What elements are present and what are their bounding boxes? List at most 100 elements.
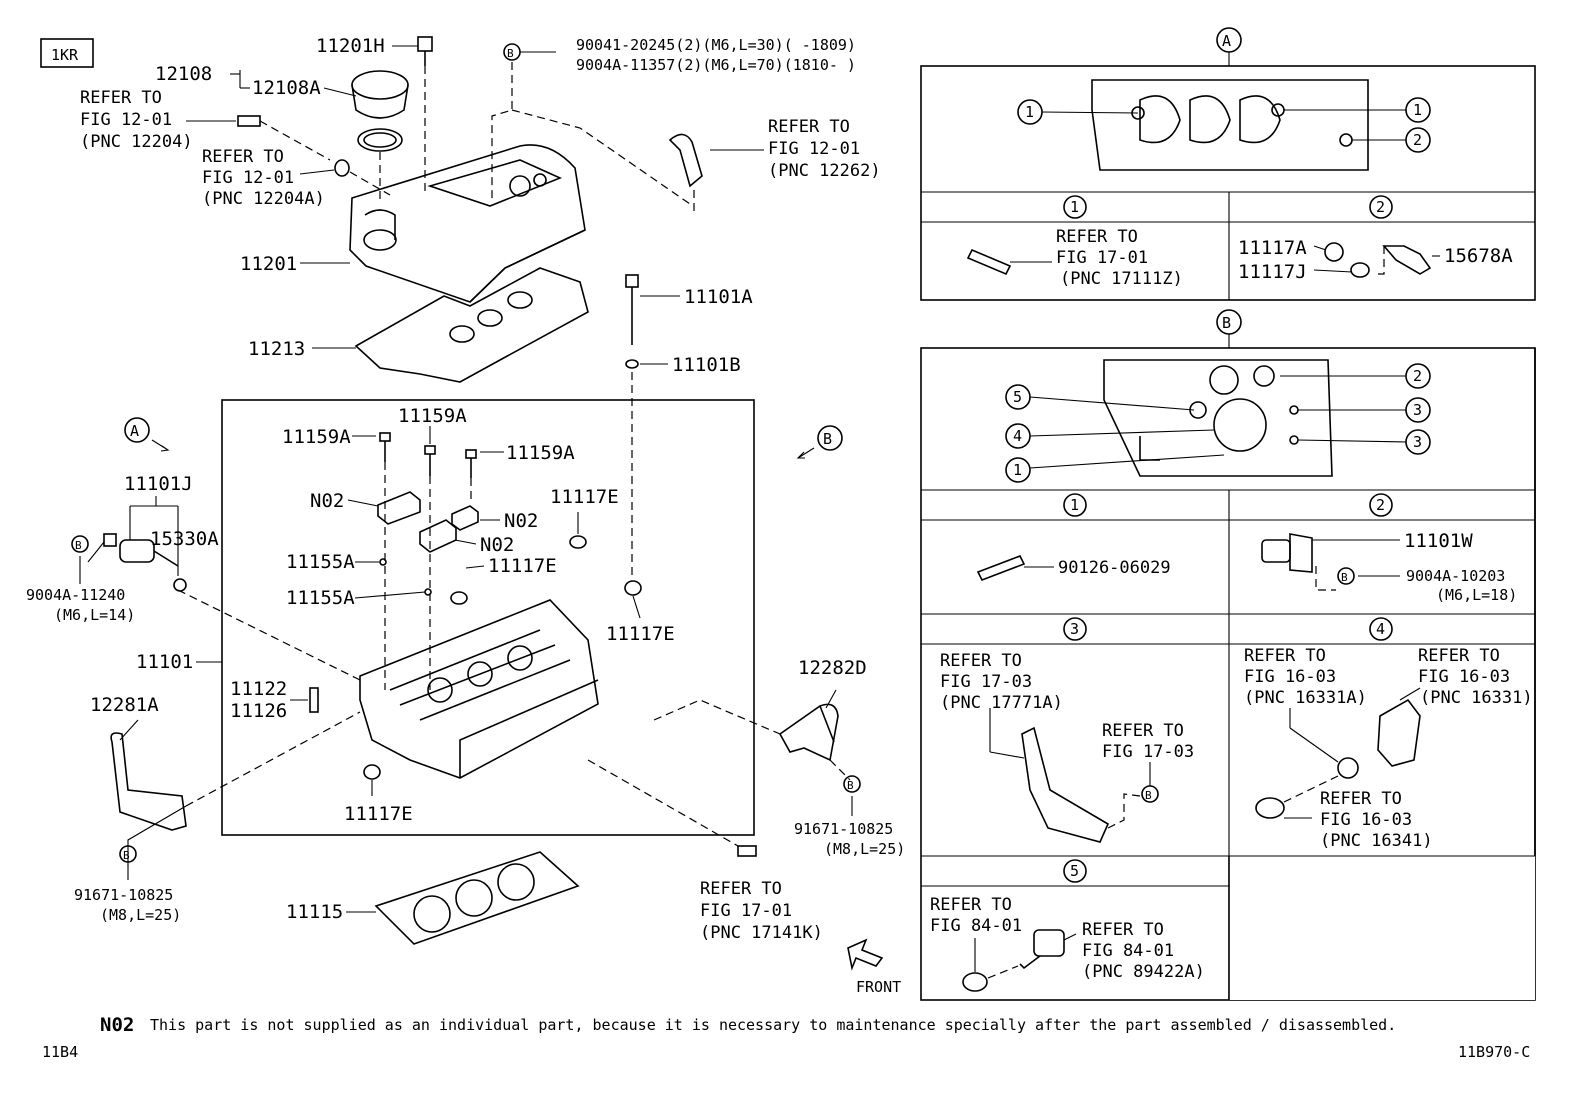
svg-text:REFER TO: REFER TO — [700, 879, 782, 899]
diagram-code: 11B970-C — [1458, 1043, 1530, 1061]
part-11101j: 11101J — [124, 473, 193, 495]
svg-text:9004A-11240: 9004A-11240 — [26, 586, 125, 604]
front-arrow — [847, 938, 884, 971]
svg-text:B: B — [507, 47, 514, 60]
part-11155a-lower: 11155A — [286, 587, 355, 609]
ref-bolt-b-top: B 90041-20245(2)(M6,L=30)( -1809) 9004A-… — [503, 36, 856, 74]
part-11115: 11115 — [286, 901, 343, 923]
oil-filler-cap-illustration — [351, 70, 409, 200]
part-11159a-left: 11159A — [282, 426, 351, 448]
svg-text:2: 2 — [1413, 131, 1422, 149]
svg-text:2: 2 — [1413, 367, 1422, 385]
svg-text:REFER TO: REFER TO — [202, 147, 284, 167]
svg-text:B: B — [75, 539, 82, 552]
oil-control-valve-illustration — [103, 533, 361, 681]
leader-lines — [79, 45, 1440, 972]
ref-pnc-89422a: REFER TO FIG 84-01 (PNC 89422A) — [1082, 920, 1205, 982]
svg-text:(M6,L=18): (M6,L=18) — [1436, 586, 1517, 604]
stud-90126-06029-illustration — [976, 554, 1026, 582]
svg-text:FIG 16-03: FIG 16-03 — [1244, 667, 1336, 687]
bolt-spec-9004a-11357: 9004A-11357(2)(M6,L=70)(1810- ) — [576, 56, 856, 74]
svg-text:1: 1 — [1013, 461, 1022, 479]
svg-text:REFER TO: REFER TO — [80, 88, 162, 108]
part-11117e-right: 11117E — [606, 623, 675, 645]
stud-17111z-illustration — [966, 248, 1012, 276]
ref-fig-17-03: REFER TO FIG 17-03 B — [1102, 721, 1194, 803]
svg-text:(PNC 16341): (PNC 16341) — [1320, 831, 1433, 851]
part-11101b: 11101B — [672, 354, 741, 376]
ref-pnc-12204a: REFER TO FIG 12-01 (PNC 12204A) — [202, 147, 325, 209]
svg-text:9004A-10203: 9004A-10203 — [1406, 567, 1505, 585]
head-bolt-illustration — [625, 274, 639, 580]
part-11101a: 11101A — [684, 286, 753, 308]
part-n02-left: N02 — [310, 490, 344, 512]
water-outlet-illustration — [1255, 698, 1421, 819]
view-a-callouts: 1 1 2 1 2 — [1017, 97, 1431, 219]
view-a-head-illustration — [1091, 79, 1369, 171]
svg-text:1: 1 — [1025, 103, 1034, 121]
view-b-marker-right: B — [796, 425, 843, 459]
part-12281a: 12281A — [90, 694, 159, 716]
ref-pnc-12262: REFER TO FIG 12-01 (PNC 12262) — [768, 117, 881, 181]
part-11155a-upper: 11155A — [286, 551, 355, 573]
part-12282d: 12282D — [798, 657, 867, 679]
svg-text:2: 2 — [1376, 496, 1385, 514]
svg-text:(PNC 12262): (PNC 12262) — [768, 161, 881, 181]
cam-position-sensor-illustration — [1261, 533, 1336, 591]
part-11122: 11122 — [230, 678, 287, 700]
part-11117j: 11117J — [1238, 261, 1307, 283]
svg-text:FIG 12-01: FIG 12-01 — [768, 139, 860, 159]
engine-mount-bracket-illustration — [1021, 726, 1141, 843]
svg-text:2: 2 — [1376, 198, 1385, 216]
ref-fig-84-01: REFER TO FIG 84-01 — [930, 895, 1022, 936]
svg-text:5: 5 — [1070, 862, 1079, 880]
svg-text:(PNC 12204A): (PNC 12204A) — [202, 189, 325, 209]
svg-text:3: 3 — [1413, 433, 1422, 451]
svg-text:(M8,L=25): (M8,L=25) — [824, 840, 905, 858]
svg-text:3: 3 — [1070, 620, 1079, 638]
bracket-12282d-illustration — [653, 699, 851, 781]
part-12108a: 12108A — [252, 77, 321, 99]
ref-pnc-12204: REFER TO FIG 12-01 (PNC 12204) — [80, 88, 193, 152]
svg-text:REFER TO: REFER TO — [1244, 646, 1326, 666]
part-11159a-right: 11159A — [506, 442, 575, 464]
svg-text:(PNC 17141K): (PNC 17141K) — [700, 923, 823, 943]
note-text: This part is not supplied as an individu… — [150, 1016, 1396, 1034]
bearing-caps-illustration — [377, 491, 479, 553]
ref-pnc-16331a: REFER TO FIG 16-03 (PNC 16331A) — [1244, 646, 1367, 708]
sensor-12204-illustration — [237, 115, 391, 196]
svg-text:FIG 16-03: FIG 16-03 — [1418, 667, 1510, 687]
bearing-cap-bolts-illustration — [379, 432, 477, 690]
view-a-marker-left: A — [124, 417, 170, 452]
svg-text:5: 5 — [1013, 388, 1022, 406]
bolt-spec-90041-20245: 90041-20245(2)(M6,L=30)( -1809) — [576, 36, 856, 54]
svg-text:1: 1 — [1070, 496, 1079, 514]
part-15330a: 15330A — [150, 528, 219, 550]
part-11117a: 11117A — [1238, 237, 1307, 259]
svg-text:B: B — [1145, 789, 1152, 802]
part-11101: 11101 — [136, 651, 193, 673]
svg-text:FIG 17-03: FIG 17-03 — [940, 672, 1032, 692]
svg-text:FIG 12-01: FIG 12-01 — [202, 168, 294, 188]
svg-text:1: 1 — [1413, 101, 1422, 119]
ref-pnc-17111z: REFER TO FIG 17-01 (PNC 17111Z) — [1056, 227, 1183, 289]
head-gasket-illustration — [374, 851, 580, 945]
cylinder-head-frame — [221, 399, 755, 836]
stud-17141k-illustration — [587, 759, 757, 857]
bolt-91671-10825-left: B 91671-10825 (M8,L=25) — [74, 845, 181, 924]
part-11201h: 11201H — [316, 35, 385, 57]
svg-text:(PNC 17111Z): (PNC 17111Z) — [1060, 269, 1183, 289]
engine-code: 1KR — [51, 46, 79, 64]
svg-text:REFER TO: REFER TO — [768, 117, 850, 137]
view-a-panel — [920, 65, 1536, 301]
part-11117e-mid: 11117E — [488, 555, 557, 577]
svg-text:FIG 84-01: FIG 84-01 — [930, 916, 1022, 936]
ref-pnc-17771a: REFER TO FIG 17-03 (PNC 17771A) — [940, 651, 1063, 713]
plug-11117a-illustration — [1324, 242, 1432, 278]
svg-text:FIG 12-01: FIG 12-01 — [80, 110, 172, 130]
hose-12262-illustration — [668, 133, 703, 215]
view-a-marker-top: A — [1216, 27, 1242, 66]
seal-11117e-bottom — [363, 764, 381, 780]
svg-text:B: B — [823, 430, 832, 448]
